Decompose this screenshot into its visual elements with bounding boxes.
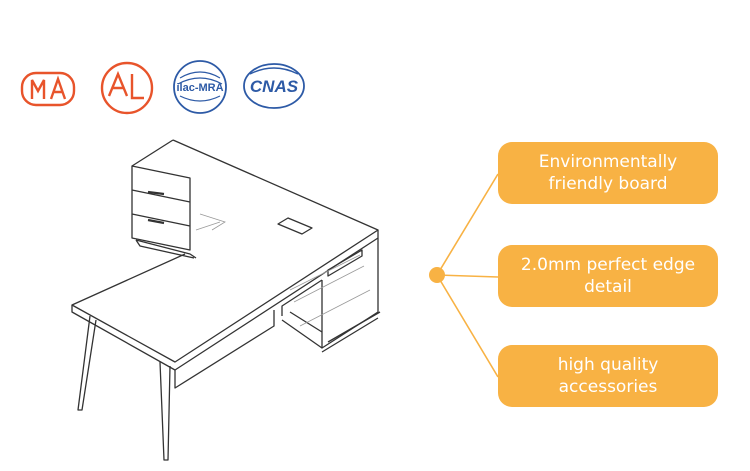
feature-label: high quality accessories (557, 355, 659, 397)
feature-label: 2.0mm perfect edge detail (520, 255, 696, 297)
feature-label: Environmentally friendly board (538, 152, 678, 194)
svg-text:CNAS: CNAS (250, 77, 299, 96)
cnas-logo-icon: CNAS (243, 63, 305, 109)
feature-badge-edge-detail: 2.0mm perfect edge detail (498, 245, 718, 307)
feature-connector-lines (429, 173, 499, 378)
ilac-mra-logo-icon: ilac-MRA (173, 60, 227, 114)
cma-logo-icon (20, 71, 76, 107)
cal-logo-icon (100, 61, 154, 115)
certification-logos: ilac-MRA CNAS (0, 0, 330, 130)
svg-text:ilac-MRA: ilac-MRA (176, 82, 223, 94)
desk-sketch-illustration (71, 139, 381, 461)
connector-node (429, 267, 445, 283)
feature-badge-eco-board: Environmentally friendly board (498, 142, 718, 204)
feature-badge-accessories: high quality accessories (498, 345, 718, 407)
